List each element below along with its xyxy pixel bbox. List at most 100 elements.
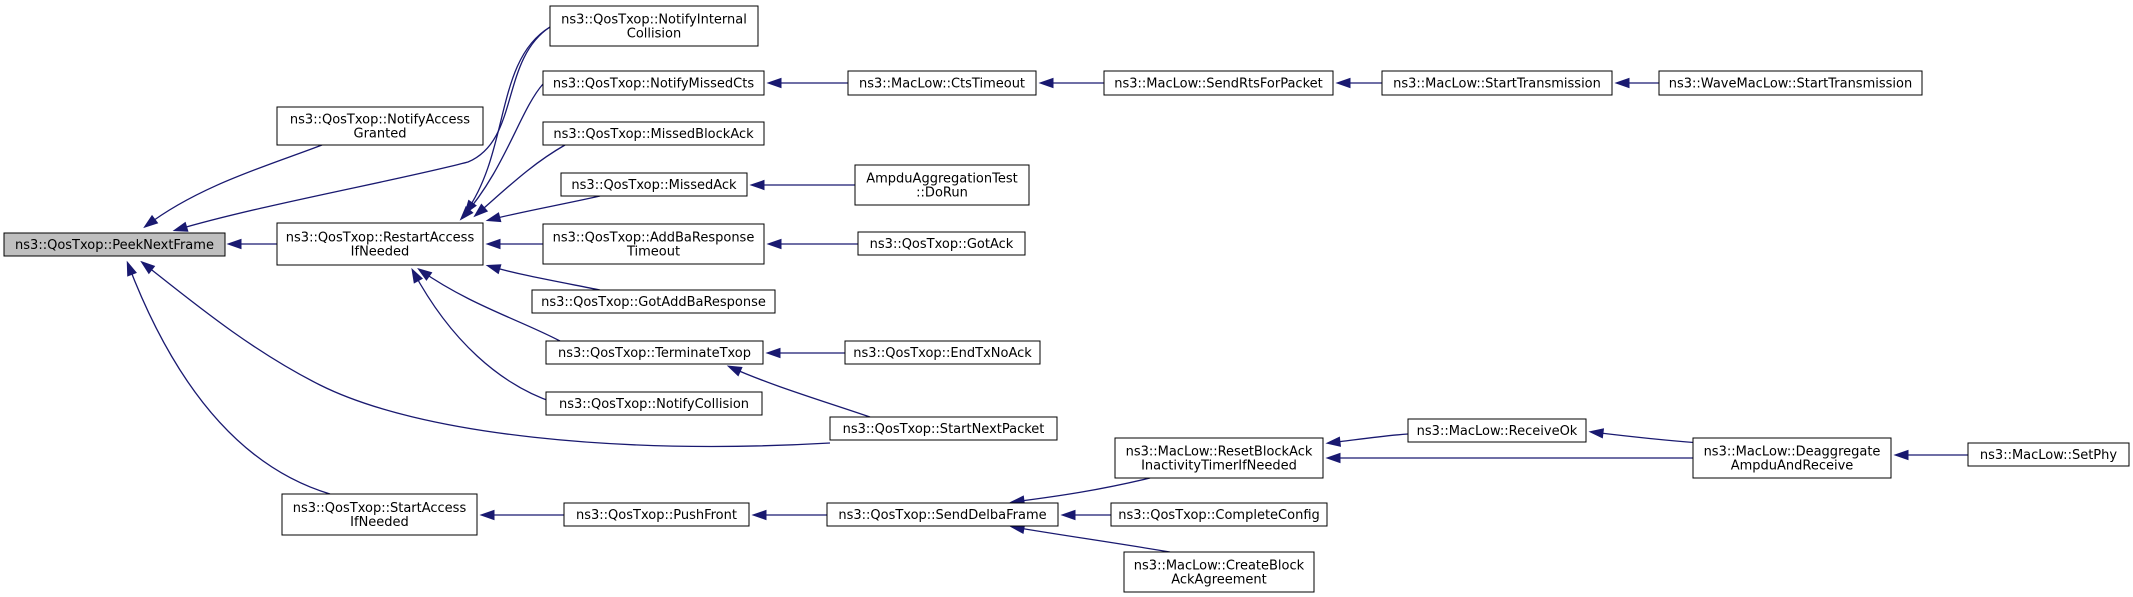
node-label: ns3::QosTxop::AddBaResponse (553, 231, 755, 246)
node-box[interactable] (829, 416, 1058, 441)
edge-sendRts-to-ctsTimeout (1038, 77, 1104, 89)
node-label: ns3::MacLow::StartTransmission (1393, 77, 1601, 92)
edge-arrowhead (143, 214, 159, 229)
edge-arrowhead (749, 179, 765, 191)
node-label: ns3::QosTxop::StartNextPacket (843, 422, 1045, 437)
edge-arrowhead (485, 212, 502, 223)
edge-line (127, 263, 331, 495)
node-box[interactable] (857, 231, 1026, 256)
node-notifyMissedCts[interactable]: ns3::QosTxop::NotifyMissedCts (542, 70, 765, 96)
edge-arrowhead (726, 365, 743, 377)
node-box[interactable] (1658, 70, 1923, 96)
node-box[interactable] (281, 493, 478, 536)
edge-arrowhead (765, 347, 781, 359)
node-box[interactable] (542, 121, 765, 146)
edge-line (1012, 477, 1151, 503)
node-box[interactable] (1692, 437, 1892, 479)
node-box[interactable] (3, 232, 226, 257)
node-missedAck[interactable]: ns3::QosTxop::MissedAck (560, 172, 748, 197)
node-missedBlockAck[interactable]: ns3::QosTxop::MissedBlockAck (542, 121, 765, 146)
node-peek[interactable]: ns3::QosTxop::PeekNextFrame (3, 232, 226, 257)
node-box[interactable] (531, 289, 776, 314)
node-box[interactable] (549, 5, 759, 47)
edge-receiveOk-to-resetBlockAck (1325, 433, 1409, 447)
node-box[interactable] (1110, 502, 1328, 527)
node-box[interactable] (1114, 437, 1324, 479)
node-box[interactable] (563, 502, 750, 527)
edge-ctsTimeout-to-notifyMissedCts (766, 77, 848, 89)
node-box[interactable] (276, 106, 484, 146)
node-terminateTxop[interactable]: ns3::QosTxop::TerminateTxop (545, 340, 764, 365)
node-label: ns3::QosTxop::MissedBlockAck (553, 127, 754, 142)
node-startTransmission[interactable]: ns3::MacLow::StartTransmission (1381, 70, 1613, 96)
node-box[interactable] (542, 223, 765, 265)
node-label: AmpduAggregationTest (866, 172, 1017, 187)
node-pushFront[interactable]: ns3::QosTxop::PushFront (563, 502, 750, 527)
edge-terminateTxop-to-restartAccess (417, 267, 561, 342)
edge-arrowhead (485, 238, 501, 250)
node-notifyCollision[interactable]: ns3::QosTxop::NotifyCollision (545, 391, 763, 416)
node-gotAck[interactable]: ns3::QosTxop::GotAck (857, 231, 1026, 256)
edge-pushFront-to-startAccess (479, 509, 564, 521)
edge-arrowhead (417, 267, 433, 281)
edge-missedBlockAck-to-restartAccess (473, 144, 566, 218)
edge-line (419, 269, 561, 342)
edge-line (488, 195, 601, 221)
edge-line (475, 144, 566, 216)
node-sendDelba[interactable]: ns3::QosTxop::SendDelbaFrame (826, 502, 1059, 527)
edge-arrowhead (226, 238, 242, 250)
edge-missedAck-to-restartAccess (485, 195, 601, 223)
node-box[interactable] (545, 391, 763, 416)
node-box[interactable] (545, 340, 764, 365)
node-box[interactable] (847, 70, 1037, 96)
node-endTxNoAck[interactable]: ns3::QosTxop::EndTxNoAck (844, 340, 1041, 365)
node-receiveOk[interactable]: ns3::MacLow::ReceiveOk (1407, 418, 1587, 443)
edge-gotAddBa-to-restartAccess (485, 264, 601, 291)
node-label: ns3::MacLow::Deaggregate (1704, 445, 1881, 460)
edge-arrowhead (172, 221, 189, 232)
edge-completeConfig-to-sendDelba (1060, 509, 1111, 521)
node-gotAddBa[interactable]: ns3::QosTxop::GotAddBaResponse (531, 289, 776, 314)
edge-arrowhead (126, 260, 137, 277)
node-ctsTimeout[interactable]: ns3::MacLow::CtsTimeout (847, 70, 1037, 96)
node-box[interactable] (854, 164, 1030, 206)
node-label: ns3::QosTxop::GotAck (870, 237, 1014, 252)
node-box[interactable] (844, 340, 1041, 365)
edge-arrowhead (485, 264, 502, 275)
node-waveStart[interactable]: ns3::WaveMacLow::StartTransmission (1658, 70, 1923, 96)
node-box[interactable] (276, 222, 484, 266)
node-box[interactable] (560, 172, 748, 197)
node-label: ns3::MacLow::ReceiveOk (1417, 424, 1578, 439)
edge-line (175, 26, 551, 231)
edges-layer (126, 26, 1968, 553)
node-startNextPacket[interactable]: ns3::QosTxop::StartNextPacket (829, 416, 1058, 441)
node-box[interactable] (1123, 551, 1315, 593)
node-label: Timeout (626, 245, 680, 260)
node-box[interactable] (826, 502, 1059, 527)
node-completeConfig[interactable]: ns3::QosTxop::CompleteConfig (1110, 502, 1328, 527)
node-setPhy[interactable]: ns3::MacLow::SetPhy (1967, 442, 2130, 467)
edge-deaggregate-to-resetBlockAck (1325, 452, 1693, 464)
edge-line (729, 366, 871, 418)
node-box[interactable] (542, 70, 765, 96)
node-box[interactable] (1967, 442, 2130, 467)
edge-line (142, 262, 831, 448)
node-box[interactable] (1381, 70, 1613, 96)
edge-arrowhead (1038, 77, 1054, 89)
node-box[interactable] (1407, 418, 1587, 443)
edge-arrowhead (1893, 449, 1909, 461)
edge-line (1012, 526, 1171, 553)
node-resetBlockAck[interactable]: ns3::MacLow::ResetBlockAckInactivityTime… (1114, 437, 1324, 479)
node-label: ns3::QosTxop::EndTxNoAck (853, 346, 1032, 361)
node-ampduTest[interactable]: AmpduAggregationTest::DoRun (854, 164, 1030, 206)
node-box[interactable] (1103, 70, 1334, 96)
node-sendRts[interactable]: ns3::MacLow::SendRtsForPacket (1103, 70, 1334, 96)
edge-ampduTest-to-missedAck (749, 179, 855, 191)
